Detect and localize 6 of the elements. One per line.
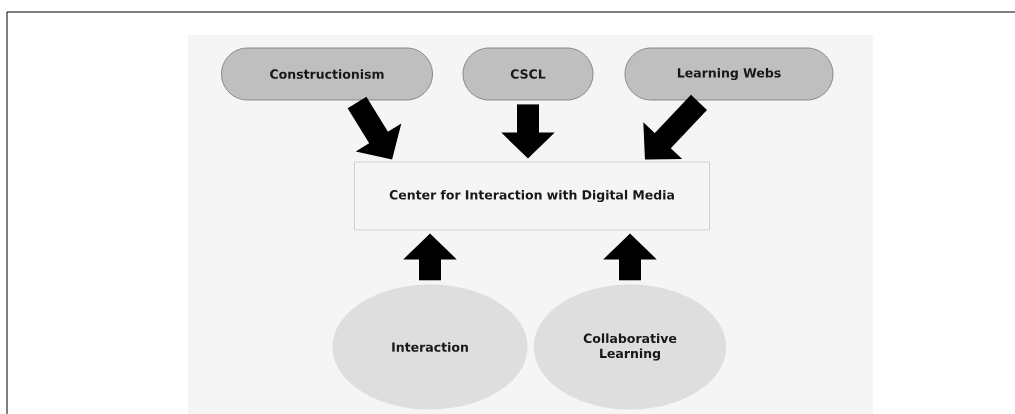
pill-node: Constructionism [221,47,433,101]
ellipse-node: Collaborative Learning [533,284,727,410]
pill-node: CSCL [462,47,594,101]
pill-node: Learning Webs [624,47,834,101]
process-box: Center for Interaction with Digital Media [354,161,710,231]
ellipse-node: Interaction [332,284,528,410]
